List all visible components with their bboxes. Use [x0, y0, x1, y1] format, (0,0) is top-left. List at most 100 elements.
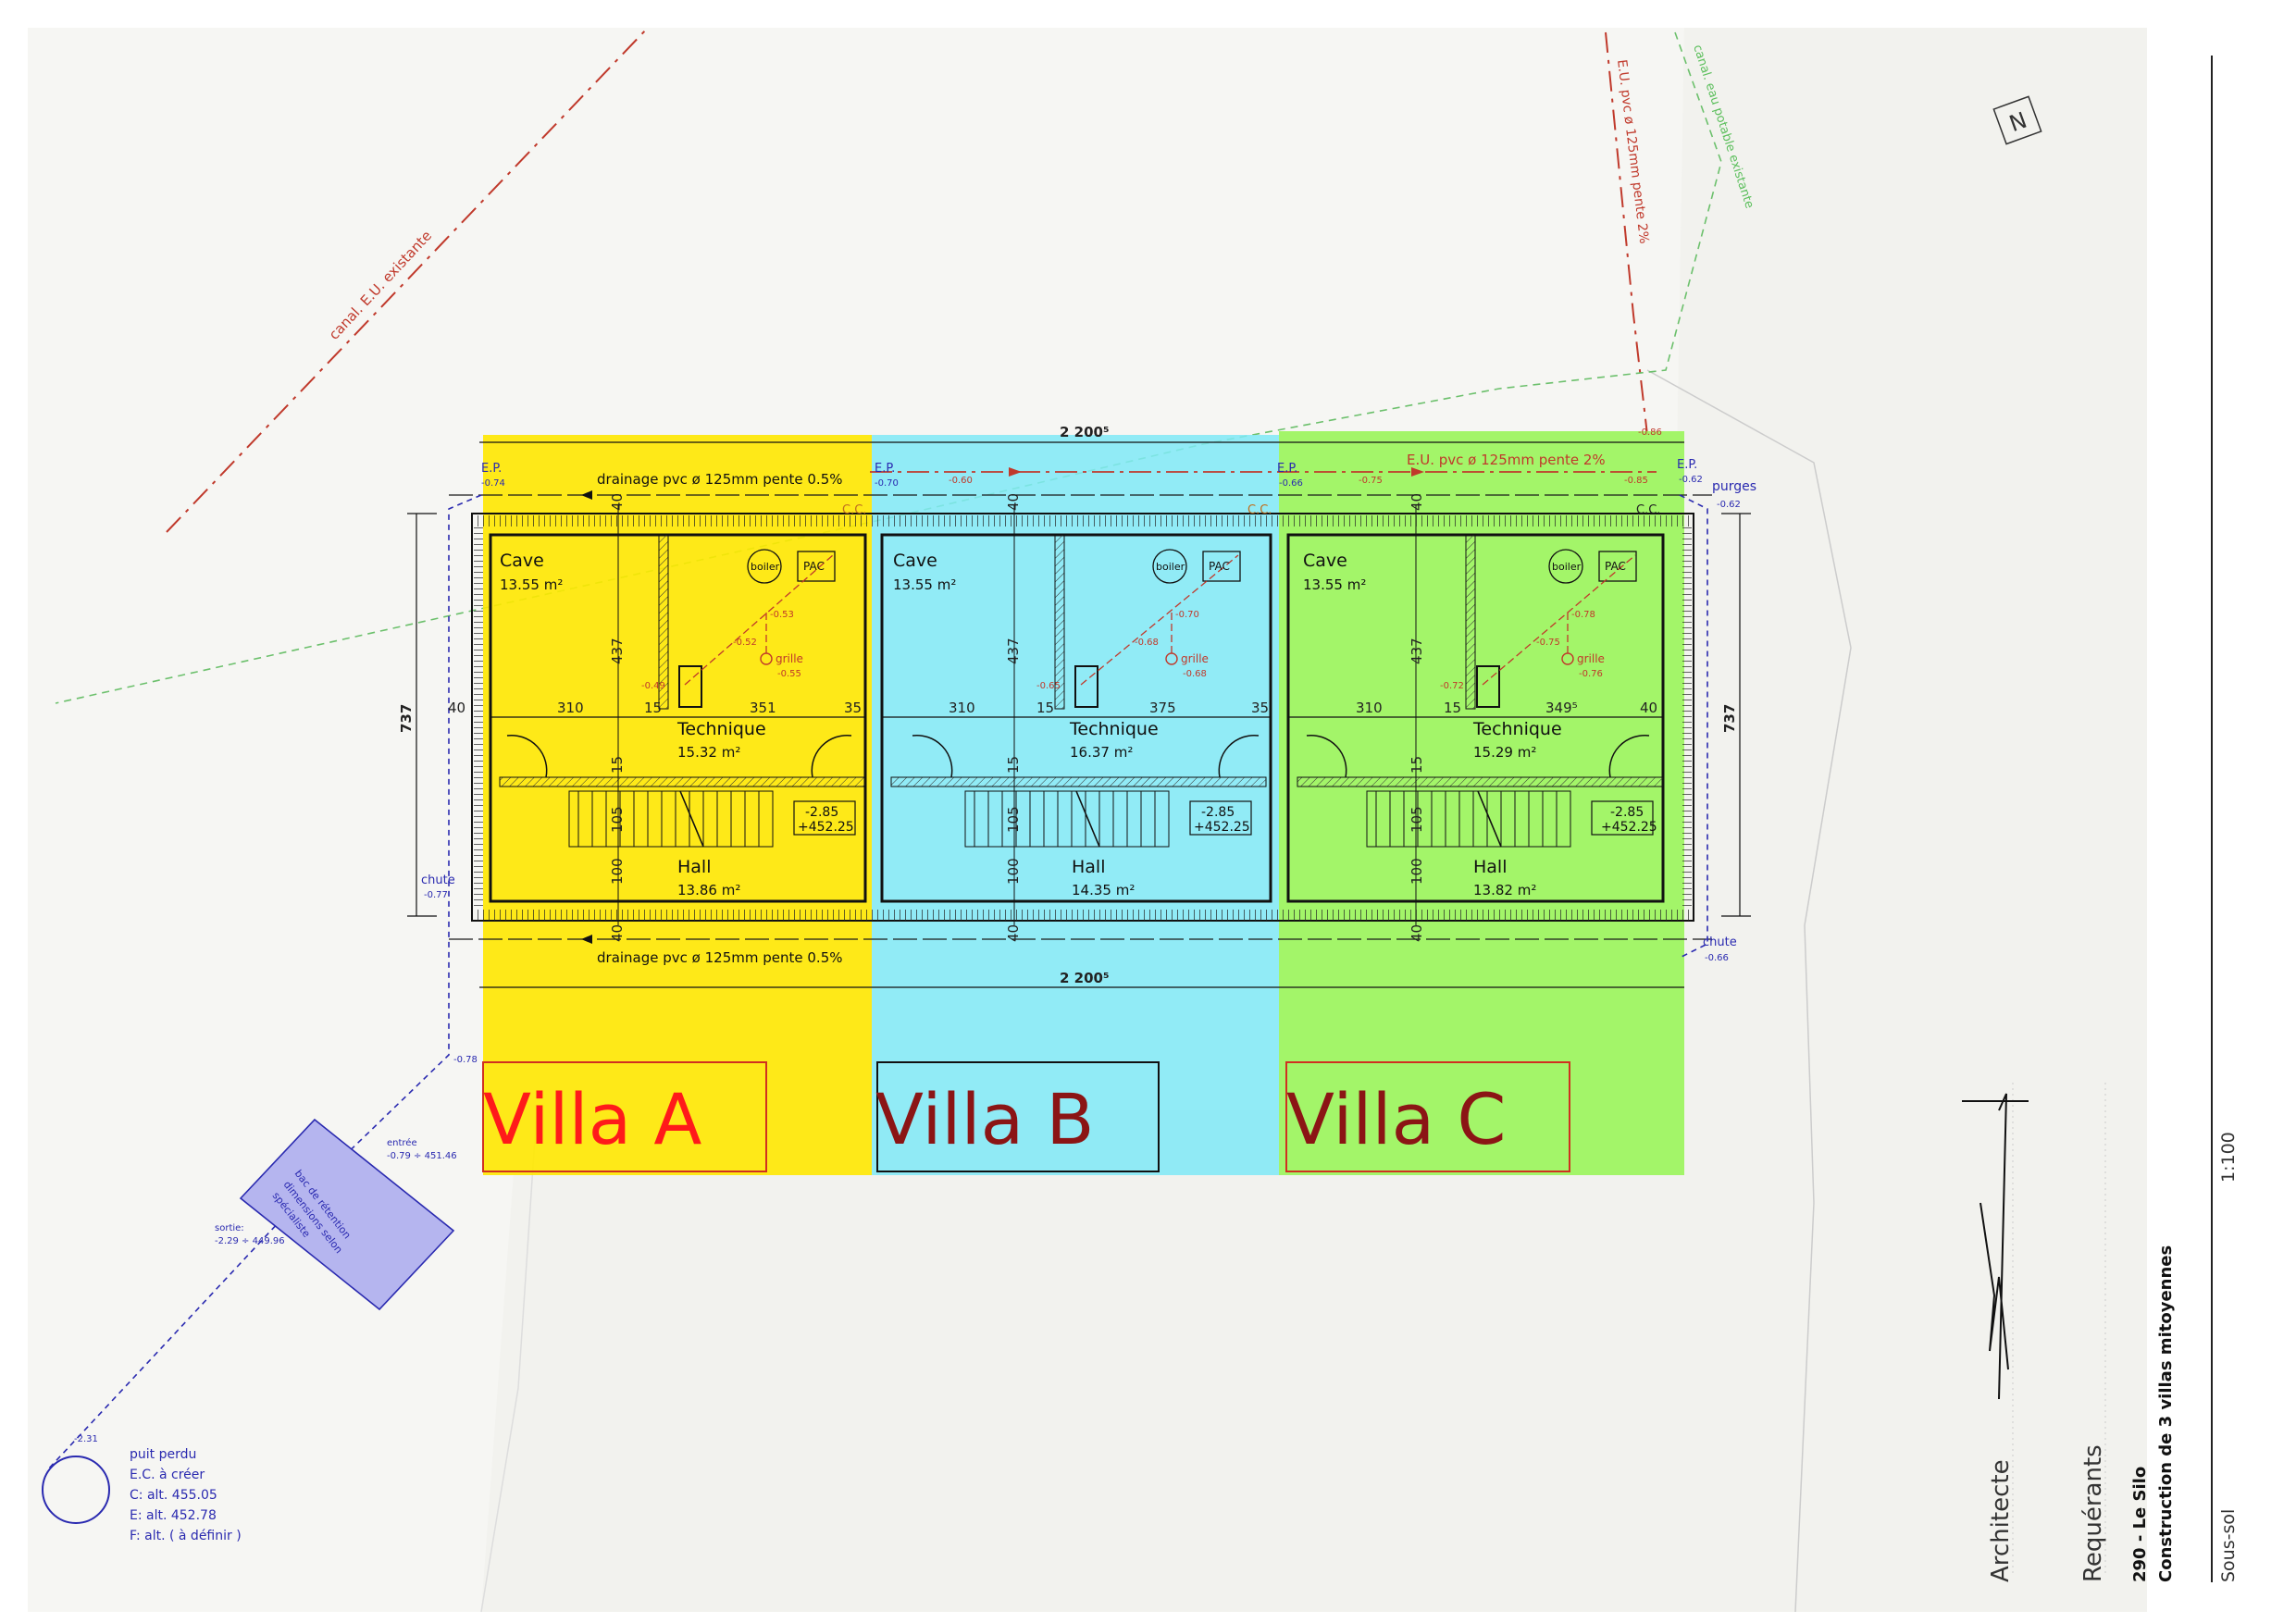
dim-100: 100: [1409, 858, 1425, 885]
dim-depth-left: 737: [398, 704, 415, 733]
cc-label-1: C.C.: [842, 503, 866, 517]
rainwater-line-right: [1679, 494, 1708, 959]
dim-15: 15: [644, 700, 662, 716]
chute-right-level: -0.66: [1705, 953, 1729, 963]
ep-label-1: E.P.: [481, 462, 502, 476]
pac-label: PAC: [1605, 560, 1626, 573]
ep-label-2: E.P.: [875, 462, 895, 476]
hall-name: Hall: [1072, 857, 1106, 877]
boiler-icon: [1152, 549, 1187, 584]
architecte-label: Architecte: [1987, 1459, 2015, 1582]
arrow: [1411, 467, 1424, 477]
dim-15-v: 15: [1409, 756, 1425, 774]
dim-15-v: 15: [1005, 756, 1022, 774]
dim-total-bottom: 2 200⁵: [1060, 970, 1110, 986]
arrow: [1009, 467, 1022, 477]
villa-c-zone: [1279, 431, 1684, 1175]
grille-level: -0.76: [1579, 669, 1603, 679]
scale-label: 1:100: [2218, 1132, 2239, 1183]
arrow: [581, 935, 592, 944]
lvl-c: -0.49: [641, 681, 665, 691]
eu-sewer-vertical: [1605, 31, 1648, 436]
arrow: [581, 490, 592, 500]
tech-name: Technique: [1069, 719, 1159, 739]
villa-perimeter: [489, 533, 867, 903]
elev-1: -2.85: [1610, 805, 1644, 820]
dim-40-bottom: 40: [609, 924, 626, 942]
cave-area: 13.55 m²: [893, 576, 956, 593]
boiler-label: boiler: [1552, 561, 1582, 573]
wall-partition: [1054, 534, 1065, 710]
hall-area: 14.35 m²: [1072, 882, 1135, 898]
project-number: 290 - Le Silo: [2130, 1467, 2150, 1582]
cave-name: Cave: [500, 551, 544, 571]
purges-level: -0.62: [1717, 500, 1741, 510]
hall-name: Hall: [677, 857, 712, 877]
dim-right: 35: [844, 700, 862, 716]
dim-left: 310: [557, 700, 584, 716]
elev-1: -2.85: [1201, 805, 1235, 820]
stairs: [1366, 790, 1571, 848]
puit-line-5: F: alt. ( à définir ): [130, 1529, 242, 1543]
pac-icon: [797, 551, 836, 582]
dim-105: 105: [1409, 806, 1425, 833]
dim-40-top: 40: [1005, 493, 1022, 511]
cc-label-2: C.C.: [1247, 503, 1272, 517]
grille-label: grille: [1577, 652, 1605, 665]
dim-right: 40: [1640, 700, 1657, 716]
wall-hall: [890, 776, 1267, 787]
equipment-box: [678, 665, 702, 708]
boiler-icon: [1548, 549, 1583, 584]
puit-line-4: E: alt. 452.78: [130, 1508, 217, 1523]
elev-1: -2.85: [805, 805, 838, 820]
tech-area: 15.32 m²: [677, 744, 740, 761]
level-b: -0.75: [1359, 476, 1383, 486]
wall-partition: [1465, 534, 1476, 710]
terrain-line-2: [480, 1109, 538, 1613]
boiler-label: boiler: [751, 561, 780, 573]
ep-level-4: -0.62: [1679, 475, 1703, 485]
door-swing: [1608, 734, 1650, 778]
rainwater-line: [45, 494, 482, 1472]
boiler-icon: [747, 549, 782, 584]
elevation-box: [1591, 800, 1654, 836]
ep-level-3: -0.66: [1279, 478, 1303, 489]
equipment-box: [1074, 665, 1098, 708]
dim-15-v: 15: [609, 756, 626, 774]
villa-c-texts: Cave 13.55 m² Technique 15.29 m² Hall 13…: [1303, 493, 1657, 942]
tech-area: 16.37 m²: [1070, 744, 1133, 761]
elev-2: +452.25: [1601, 820, 1657, 835]
puit-level: -2.31: [74, 1434, 98, 1444]
villa-c-plan: [1286, 504, 1665, 925]
requerants-label: Requérants: [2079, 1444, 2107, 1582]
pac-label: PAC: [803, 560, 825, 573]
grille-level: -0.68: [1183, 669, 1207, 679]
ep-level-2: -0.70: [875, 478, 899, 489]
dim-depth-right: 737: [1721, 704, 1738, 733]
stairs: [568, 790, 774, 848]
dim-mid: 375: [1149, 700, 1176, 716]
dim-100: 100: [1005, 858, 1022, 885]
villa-a-plan: [489, 504, 867, 925]
pac-icon: [1598, 551, 1637, 582]
pac-label: PAC: [1209, 560, 1230, 573]
insulation-bottom: [477, 910, 1689, 921]
ep-label-4: E.P.: [1677, 458, 1697, 472]
grille-label: grille: [776, 652, 803, 665]
dim-100: 100: [609, 858, 626, 885]
door-swing: [1218, 734, 1260, 778]
dim-right: 35: [1251, 700, 1269, 716]
villa-b-zone: [872, 435, 1279, 1175]
lvl-b: -0.75: [1536, 638, 1560, 648]
pac-icon: [1202, 551, 1241, 582]
villa-c-name: Villa C: [1286, 1078, 1506, 1160]
villa-a-name-box: [482, 1061, 767, 1172]
villa-b-name-box: [876, 1061, 1160, 1172]
door-swing: [912, 734, 953, 778]
villa-c-name-box: [1285, 1061, 1570, 1172]
dim-left: 310: [949, 700, 975, 716]
dim-40: 40: [448, 700, 465, 716]
villa-perimeter: [880, 533, 1272, 903]
entree-level: -0.79 ÷ 451.46: [387, 1151, 457, 1161]
dim-105: 105: [609, 806, 626, 833]
